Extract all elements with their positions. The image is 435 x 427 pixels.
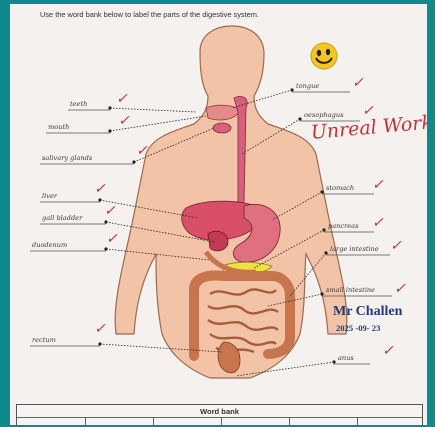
teacher-stamp-date: 2025 -09- 23	[336, 323, 380, 333]
label-pancreas: pancreas	[328, 222, 358, 230]
tick-mark-icon: ✓	[372, 216, 384, 230]
tick-mark-icon: ✓	[382, 344, 394, 358]
word-bank-column-divider	[357, 417, 358, 425]
word-bank-title: Word bank	[17, 407, 422, 416]
tick-mark-icon: ✓	[136, 144, 148, 158]
tick-mark-icon: ✓	[116, 92, 128, 106]
salivary-gland	[213, 123, 231, 133]
tick-mark-icon: ✓	[118, 114, 130, 128]
tick-mark-icon: ✓	[104, 204, 116, 218]
label-mouth: mouth	[48, 123, 69, 131]
tick-mark-icon: ✓	[390, 239, 402, 253]
label-teeth: teeth	[70, 100, 87, 108]
tick-mark-icon: ✓	[394, 282, 406, 296]
tick-mark-icon: ✓	[352, 76, 364, 90]
word-bank-column-divider	[153, 417, 154, 425]
word-bank-divider	[17, 417, 422, 418]
worksheet-page: Use the word bank below to label the par…	[10, 4, 427, 425]
label-liver: liver	[42, 192, 57, 200]
word-bank-table: Word bank	[16, 404, 423, 425]
label-rectum: rectum	[32, 336, 56, 344]
label-gall-bladder: gall bladder	[42, 214, 82, 222]
label-small-intestine: small intestine	[326, 286, 375, 294]
label-large-intestine: large intestine	[330, 245, 379, 253]
tick-mark-icon: ✓	[106, 232, 118, 246]
label-oesophagus: oesophagus	[304, 111, 343, 119]
tick-mark-icon: ✓	[94, 322, 106, 336]
smiley-sticker-icon	[308, 41, 340, 71]
label-tongue: tongue	[296, 82, 319, 90]
gall-bladder-organ	[208, 231, 228, 251]
label-anus: anus	[338, 354, 354, 362]
label-stomach: stomach	[326, 184, 354, 192]
label-duodenum: duodenum	[32, 241, 67, 249]
word-bank-column-divider	[289, 417, 290, 425]
label-salivary-glands: salivary glands	[42, 154, 92, 162]
tick-mark-icon: ✓	[372, 178, 384, 192]
tick-mark-icon: ✓	[94, 182, 106, 196]
word-bank-column-divider	[85, 417, 86, 425]
teacher-stamp-name: Mr Challen	[333, 304, 402, 320]
word-bank-column-divider	[221, 417, 222, 425]
